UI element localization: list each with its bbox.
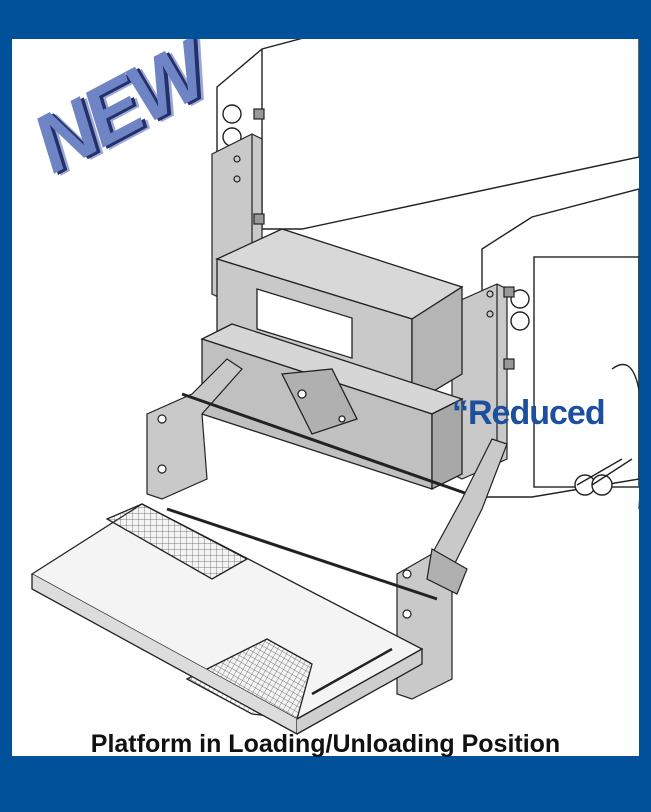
right-arm — [166, 438, 508, 700]
illustration-panel: NEW “Reduced — [12, 39, 639, 756]
lower-crossbar — [200, 323, 464, 491]
figure-caption: Platform in Loading/Unloading Position — [90, 730, 561, 758]
liftgate-illustration — [30, 39, 639, 736]
platform — [30, 503, 424, 736]
left-arm — [146, 358, 483, 501]
right-column — [451, 283, 515, 480]
reduced-tagline: “Reduced — [452, 394, 606, 432]
